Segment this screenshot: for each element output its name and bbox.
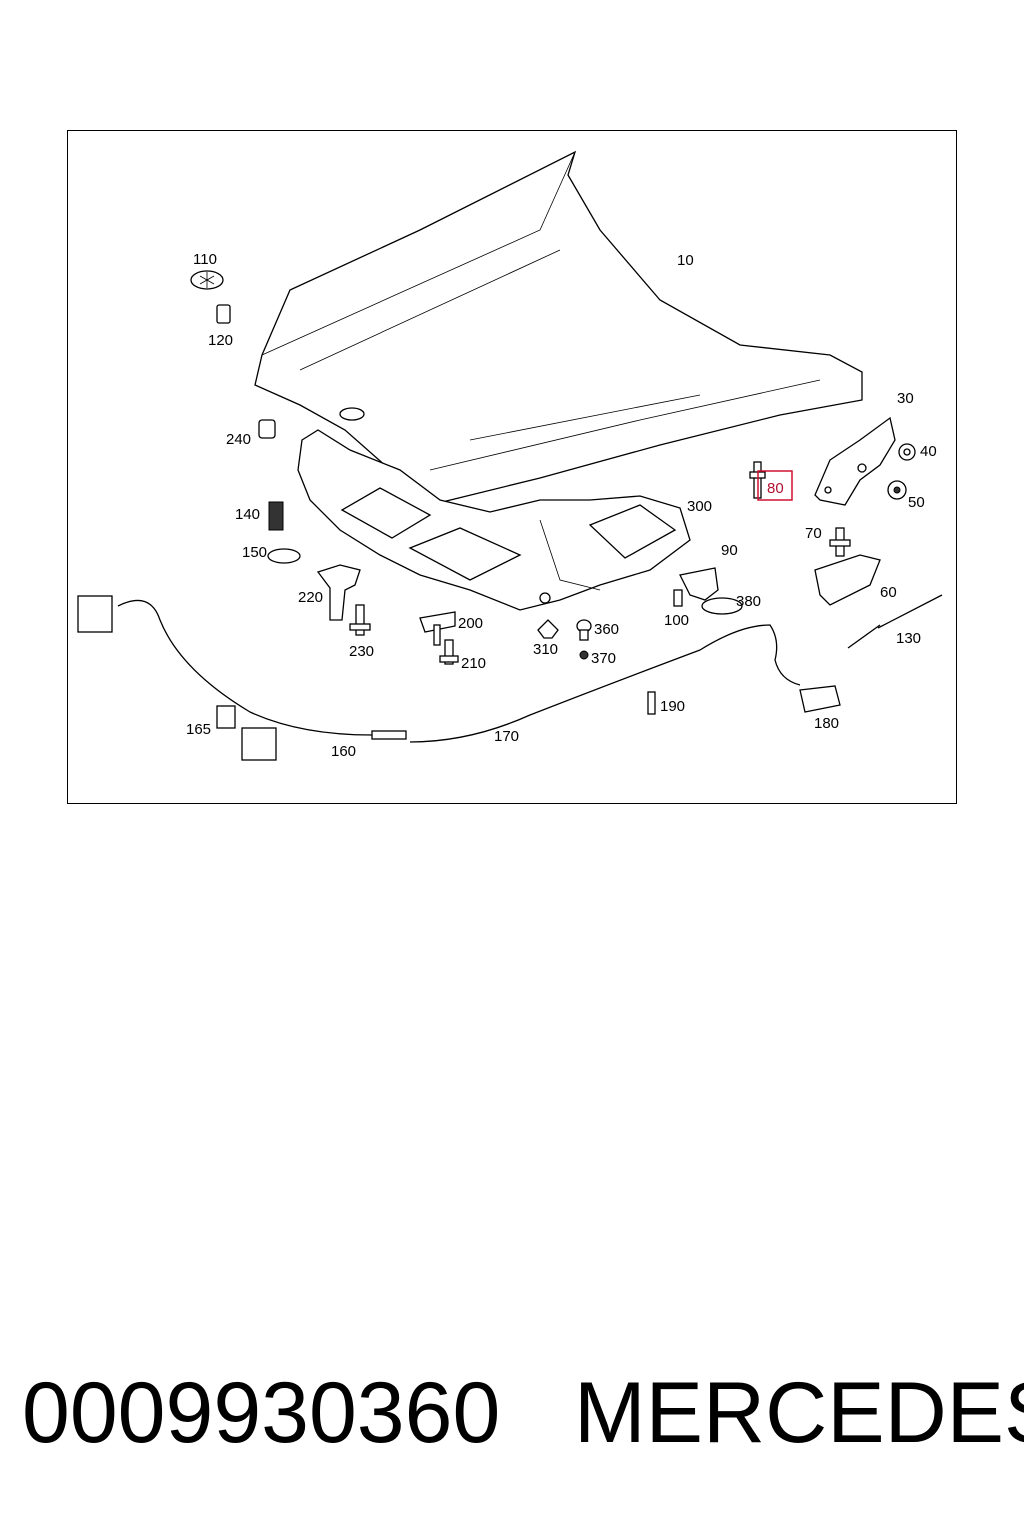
part-240-buffer — [258, 419, 276, 439]
part-70-bolt — [829, 527, 851, 557]
label-60: 60 — [880, 584, 897, 601]
label-100: 100 — [664, 612, 689, 629]
part-180-lock-right — [799, 685, 841, 713]
part-150-seal — [267, 548, 301, 564]
part-165-lock-left — [77, 595, 277, 761]
label-30: 30 — [897, 390, 914, 407]
label-230: 230 — [349, 643, 374, 660]
label-310: 310 — [533, 641, 558, 658]
part-60-bracket — [814, 554, 881, 606]
label-120: 120 — [208, 332, 233, 349]
part-140-clip — [268, 501, 284, 531]
part-380-washer — [701, 597, 743, 615]
part-90-catch-bracket — [679, 567, 719, 601]
part-210-bolt — [439, 639, 459, 665]
label-140: 140 — [235, 506, 260, 523]
brand-caption: MERCEDES — [574, 1365, 1024, 1461]
label-220: 220 — [298, 589, 323, 606]
label-110: 110 — [193, 251, 217, 268]
hood-parts-diagram: 10 30 40 50 60 70 80 90 100 110 120 130 … — [77, 150, 943, 761]
part-310-clip — [537, 619, 559, 639]
part-230-bolt — [349, 604, 371, 636]
label-370: 370 — [591, 650, 616, 667]
part-200-bracket — [419, 611, 456, 646]
label-210: 210 — [461, 655, 486, 672]
part-220-lock-bracket — [316, 564, 361, 621]
part-40-nut — [898, 443, 916, 461]
part-370-clip — [579, 650, 589, 660]
label-170: 170 — [494, 728, 519, 745]
label-240: 240 — [226, 431, 251, 448]
part-120-bushing — [216, 304, 231, 324]
diagram-frame — [67, 130, 957, 804]
part-100-bolt — [673, 589, 683, 607]
label-40: 40 — [920, 443, 937, 460]
label-90: 90 — [721, 542, 738, 559]
label-160: 160 — [331, 743, 356, 760]
part-10-hood — [254, 150, 863, 506]
label-180: 180 — [814, 715, 839, 732]
label-150: 150 — [242, 544, 267, 561]
label-380: 380 — [736, 593, 761, 610]
label-360: 360 — [594, 621, 619, 638]
part-190-clip — [647, 691, 656, 715]
label-50: 50 — [908, 494, 925, 511]
label-165: 165 — [186, 721, 211, 738]
label-80: 80 — [767, 480, 784, 497]
highlight-box-80 — [757, 470, 793, 501]
part-110-emblem — [190, 270, 224, 290]
part-labels: 10 30 40 50 60 70 80 90 100 110 120 130 … — [186, 251, 937, 760]
label-10: 10 — [677, 252, 694, 269]
part-300-insulation-mat — [297, 429, 691, 611]
part-360-buffer — [576, 619, 592, 641]
part-30-hinge — [814, 416, 896, 506]
part-160-cable — [117, 599, 407, 740]
label-190: 190 — [660, 698, 685, 715]
label-200: 200 — [458, 615, 483, 632]
label-130: 130 — [896, 630, 921, 647]
part-number-caption: 0009930360 — [22, 1365, 501, 1461]
part-130-gas-strut — [847, 594, 943, 649]
label-300: 300 — [687, 498, 712, 515]
label-70: 70 — [805, 525, 822, 542]
part-50-bushing — [887, 480, 907, 500]
part-170-cable — [409, 624, 801, 743]
